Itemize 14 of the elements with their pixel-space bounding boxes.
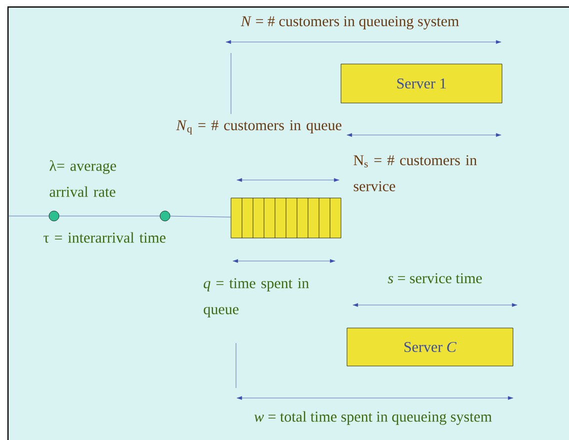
connector-line xyxy=(170,216,231,218)
caption-text: s = service time xyxy=(388,273,482,284)
server-box: Server 1 xyxy=(340,64,502,104)
customer-circle xyxy=(160,210,170,222)
caption-text: τ = interarrival time xyxy=(44,232,166,243)
caption-text: N$_{s}$ = # customers in service xyxy=(354,155,477,192)
caption-text: N = # customers in queueing system xyxy=(240,16,459,30)
caption-text: q = time spent in queue xyxy=(204,278,309,318)
caption-text: N$_{q}$ = # customers in queue xyxy=(176,120,342,135)
customer-circle xyxy=(48,210,60,222)
caption-text: w = total time spent in queueing system xyxy=(254,411,492,425)
queue-buffer xyxy=(230,198,342,238)
server-box: Server C xyxy=(346,328,514,366)
caption-text: λ= average arrival rate xyxy=(50,160,116,197)
